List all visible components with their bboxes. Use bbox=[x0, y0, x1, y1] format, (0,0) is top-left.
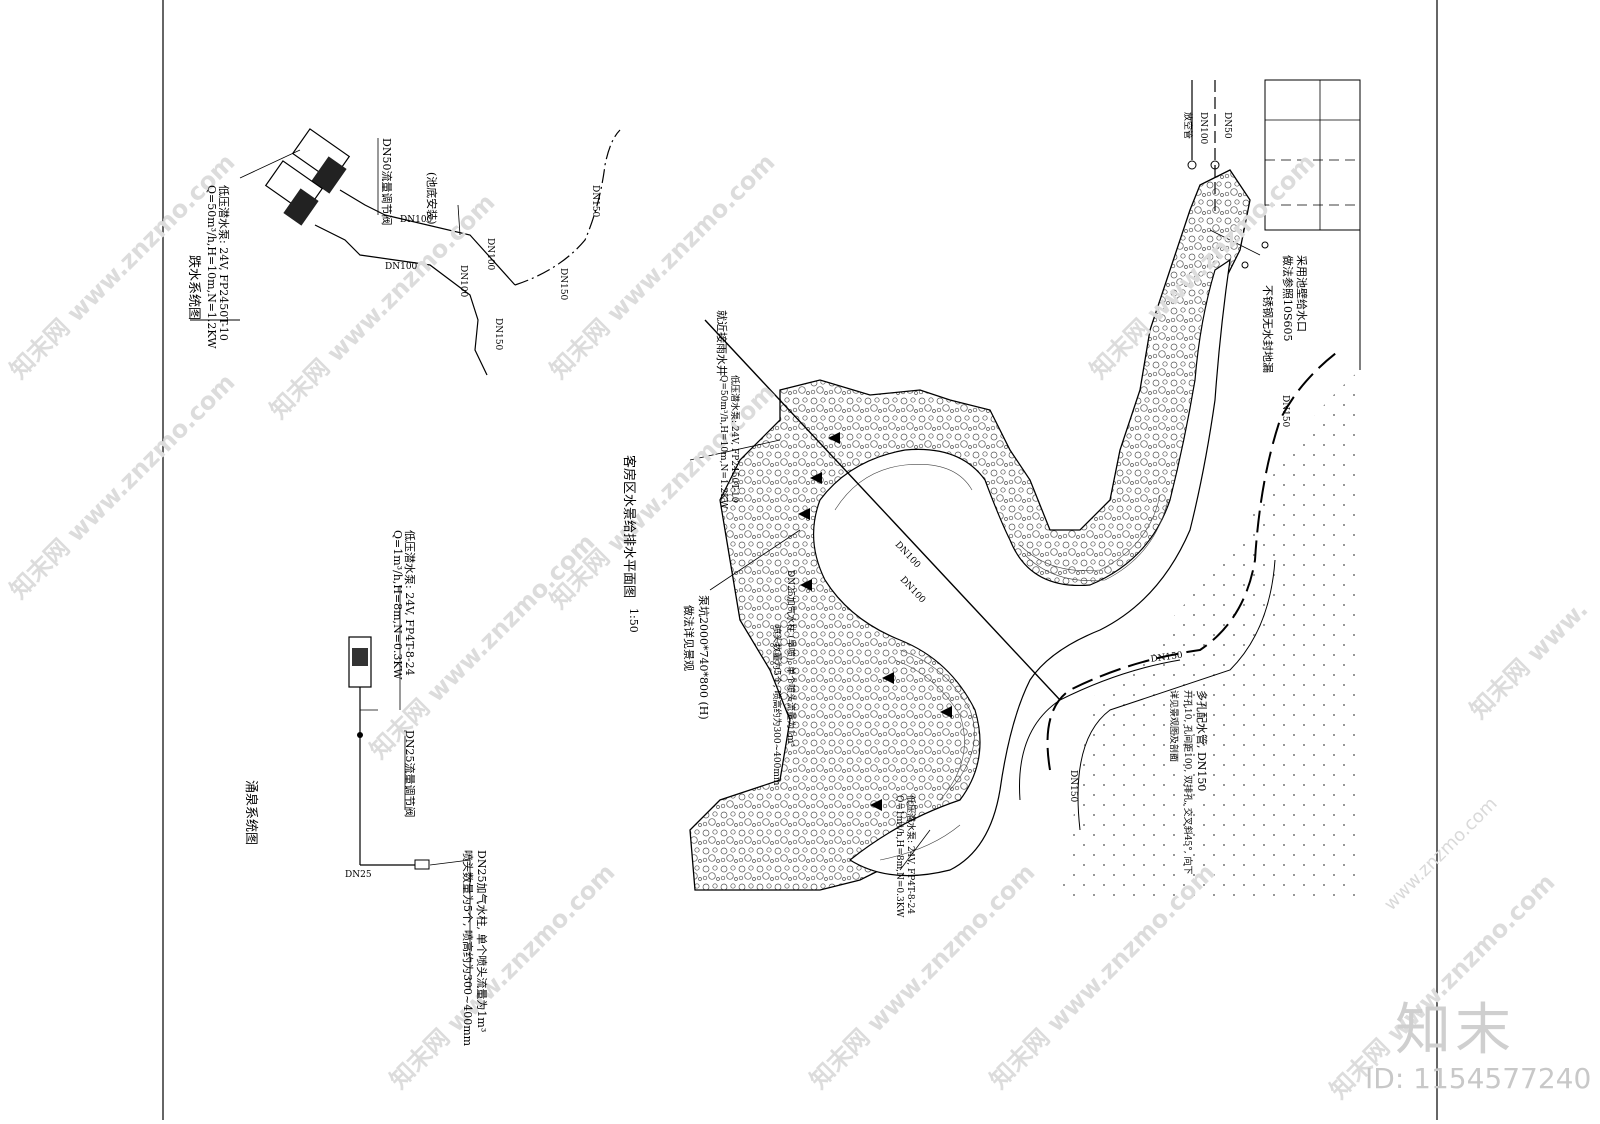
jet-pipe-150c: DN150 bbox=[493, 318, 503, 351]
svg-text:知末网 www.znzmo.com: 知末网 www.znzmo.com bbox=[4, 368, 240, 604]
jet-system-title: 跌水系统图 bbox=[186, 255, 201, 321]
plan-overflow-note: 开孔10, 孔间距100, 双排孔, 交叉斜45°, 向下 bbox=[1182, 690, 1192, 875]
jet-valve-label: DN50流量调节阀 bbox=[380, 138, 393, 226]
spring-nozzle-label: DN25加气水柱, 单个喷头流量为1m³ bbox=[475, 850, 488, 1033]
plan-dn150-c: DN150 bbox=[1068, 770, 1078, 803]
jet-pump-spec: Q=50m³/h,H=10m,N=1.2KW bbox=[205, 185, 218, 349]
jet-pipe-d: DN100 bbox=[458, 265, 468, 298]
jet-pump-label: 低压潜水泵: 24V, FP2450T-10 bbox=[217, 185, 230, 341]
spring-nozzle-label-2: 喷头数量为5个, 喷高约为300~400mm bbox=[461, 850, 474, 1047]
plan-top-dn100: DN100 bbox=[1198, 112, 1208, 145]
spring-pipe-label: DN25 bbox=[345, 870, 372, 880]
plan-dn150-a: DN150 bbox=[1280, 395, 1290, 428]
plan-pump-bottom-spec: Q=1m³/h,H=8m,N=0.3KW bbox=[894, 795, 904, 918]
spring-pump-label: 低压潜水泵: 24V, FP4T-8-24 bbox=[403, 530, 416, 676]
plan-title: 客房区水景给排水平面图 bbox=[621, 455, 636, 599]
plan-drain-well: 就近接雨水井 bbox=[715, 310, 728, 376]
spring-valve-label: DN25流量调节阀 bbox=[403, 730, 416, 818]
jet-system-diagram bbox=[190, 128, 621, 376]
jet-pipe-c: DN100 bbox=[385, 262, 418, 272]
plan-nozzle-count: 喷头数量为5个, 喷高约为300~400mm bbox=[771, 625, 781, 786]
plan-pit: 泵坑2000*740*800 (H) bbox=[697, 595, 710, 720]
plan-overflow: 多孔配水管, DN150 bbox=[1195, 690, 1208, 792]
plan-inlet-ref: 做法参照10S605 bbox=[1281, 255, 1294, 342]
brand-logo: 知末 bbox=[1395, 998, 1515, 1063]
dn150-channel bbox=[1046, 349, 1341, 771]
svg-text:知末网 www.znzmo.com: 知末网 www.znzmo.com bbox=[384, 858, 620, 1094]
spring-system-title: 涌泉系统图 bbox=[243, 780, 258, 846]
jet-pipe-b: DN100 bbox=[485, 238, 495, 271]
plan-pump-bottom: 低压潜水泵: 24V, FP4T-8-24 bbox=[905, 795, 915, 915]
plan-scale: 1:50 bbox=[627, 608, 640, 633]
plan-top-empty: 放空管 bbox=[1182, 112, 1192, 140]
jet-pipe-150a: DN150 bbox=[590, 185, 600, 218]
svg-text:知末网 www.: 知末网 www. bbox=[1464, 595, 1593, 724]
dotted-lawn bbox=[1060, 370, 1360, 900]
plan-inlet: 采用池壁给水口 bbox=[1295, 255, 1308, 332]
spring-pump-spec: Q=1m³/h,H=8m,N=0.3KW bbox=[391, 530, 404, 680]
plan-floor-drain: 不锈钢无水封地漏 bbox=[1261, 285, 1274, 373]
pond-plan bbox=[689, 79, 1361, 900]
plan-pit-note: 做法详见景观 bbox=[682, 605, 695, 671]
svg-text:知末网 www.znzmo.com: 知末网 www.znzmo.com bbox=[544, 148, 780, 384]
dn100-pipe bbox=[704, 319, 1061, 701]
plan-nozzle-note: DN25加气水柱 (旱喷), 单个喷头流量为1m³ bbox=[785, 570, 795, 748]
jet-pipe-a: DN100 bbox=[400, 215, 433, 225]
brand-id: ID: 1154577240 bbox=[1365, 1062, 1592, 1095]
jet-pipe-150b: DN150 bbox=[558, 268, 568, 301]
plan-overflow-note-2: 详见景观图及剖面 bbox=[1168, 690, 1178, 763]
pond-water bbox=[813, 258, 1231, 877]
plan-top-dn50: DN50 bbox=[1222, 112, 1232, 139]
spring-system-diagram bbox=[348, 585, 471, 990]
plan-pump-left: 低压潜水泵: 24V, FP2450T-10 bbox=[729, 375, 739, 503]
plan-pump-left-spec: Q=50m³/h,H=10m,N=1.2KW bbox=[718, 375, 728, 509]
